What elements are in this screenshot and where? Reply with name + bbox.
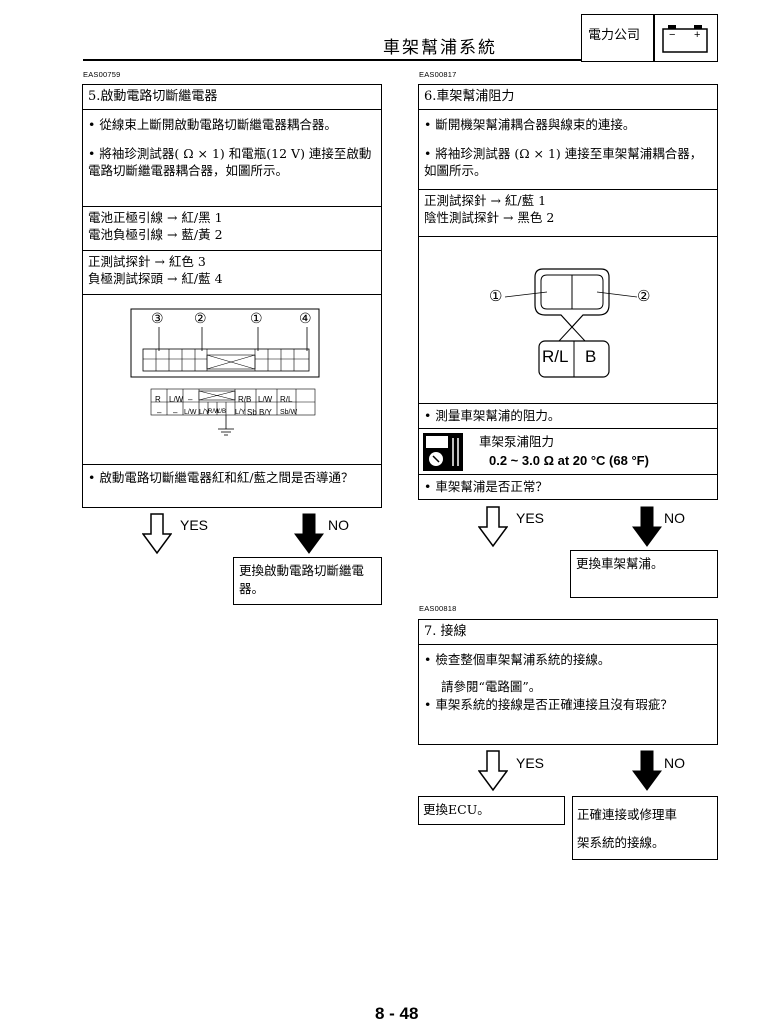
eas-code: EAS00817 — [419, 70, 457, 79]
pin-label-rl: R/L — [542, 347, 569, 366]
no-action-text: 更換啟動電路切斷繼電器。 — [239, 563, 365, 596]
no-arrow-icon — [632, 750, 662, 792]
no-action-line1: 正確連接或修理車 — [577, 807, 678, 822]
no-arrow-icon — [294, 513, 324, 555]
spec-value: 0.2 ~ 3.0 Ω at 20 °C (68 °F) — [489, 453, 649, 468]
instruction-disconnect: • 從線束上斷開啟動電路切斷繼電器耦合器。 — [88, 117, 337, 132]
no-action-box: 更換車架幫浦。 — [570, 550, 718, 598]
yes-label: YES — [180, 517, 209, 533]
procedure-box-5: 5.啟動電路切斷繼電器 • 從線束上斷開啟動電路切斷繼電器耦合器。 • 將袖珍測… — [82, 84, 382, 508]
procedure-box-7: 7. 接線 • 檢查整個車架幫浦系統的接線。 請參閱“電路圖”。 • 車架系統的… — [418, 619, 718, 745]
instruction-refer: 請參閱“電路圖”。 — [441, 679, 542, 694]
wire-label: – — [157, 408, 162, 417]
callout-1: ① — [250, 310, 263, 326]
battery-icon: − + — [662, 25, 708, 53]
battery-negative-lead: 電池負極引線 → 藍/黃 2 — [88, 227, 223, 242]
battery-plus-label: + — [694, 29, 701, 41]
connector-diagram-cell: ③ ② ① ④ R L/W – R/B L/W R/L – – L/W L/Y … — [83, 294, 381, 464]
no-label: NO — [664, 755, 685, 771]
eas-code: EAS00818 — [419, 604, 457, 613]
yes-label: YES — [516, 510, 545, 526]
yes-arrow-icon — [477, 506, 509, 548]
yes-arrow-icon — [477, 750, 509, 792]
measure-cell: • 測量車架幫浦的阻力。 — [419, 403, 717, 428]
no-label: NO — [664, 510, 685, 526]
wire-label: Sb/W — [280, 409, 298, 416]
callout-3: ③ — [151, 310, 164, 326]
instruction-connect: • 將袖珍測試器 (Ω × 1) 連接至車架幫浦耦合器，如圖所示。 — [424, 146, 703, 178]
instruction-cell: • 斷開機架幫浦耦合器與線束的連接。 • 將袖珍測試器 (Ω × 1) 連接至車… — [419, 109, 717, 189]
instruction-disconnect: • 斷開機架幫浦耦合器與線束的連接。 — [424, 117, 636, 132]
yes-action-text: 更換ECU。 — [423, 802, 490, 817]
pump-coupler-diagram — [504, 268, 638, 378]
wire-label: R/W — [208, 409, 220, 415]
wire-label: L/Y — [235, 409, 246, 416]
no-arrow-icon — [632, 506, 662, 548]
wire-label: Sb — [247, 408, 257, 417]
step-title: 6.車架幫浦阻力 — [424, 89, 515, 104]
probe-leads-cell: 正測試探針 → 紅/藍 1 陰性測試探針 → 黑色 2 — [419, 189, 717, 236]
header-rule — [83, 59, 581, 61]
probe-leads-cell: 正測試探針 → 紅色 3 負極測試探頭 → 紅/藍 4 — [83, 250, 381, 294]
pin-label-b: B — [585, 347, 597, 366]
instruction-check: • 檢查整個車架幫浦系統的接線。 — [424, 652, 611, 667]
page-number: 8 - 48 — [375, 1004, 419, 1023]
no-action-text: 更換車架幫浦。 — [576, 556, 664, 571]
wire-label: B/Y — [259, 408, 272, 417]
section-label: 電力公司 — [588, 28, 641, 43]
wire-label: R — [155, 395, 161, 404]
spec-cell: 車架泵浦阻力 0.2 ~ 3.0 Ω at 20 °C (68 °F) — [419, 428, 717, 474]
no-label: NO — [328, 517, 349, 533]
instruction-connect: • 將袖珍測試器( Ω × 1) 和電瓶(12 V) 連接至啟動電路切斷繼電器耦… — [88, 146, 372, 178]
wire-label: L/W — [184, 409, 197, 416]
callout-2: ② — [194, 310, 207, 326]
yes-arrow-icon — [141, 513, 173, 555]
wire-label: L/Y — [199, 409, 210, 416]
probe-positive: 正測試探針 → 紅色 3 — [88, 254, 206, 269]
no-action-line2: 架系統的接線。 — [577, 835, 665, 850]
battery-minus-label: − — [669, 29, 676, 41]
multimeter-icon — [422, 432, 464, 472]
wire-label: R/L — [280, 395, 293, 404]
page-title: 車架幫浦系統 — [383, 38, 497, 58]
battery-leads-cell: 電池正極引線 → 紅/黑 1 電池負極引線 → 藍/黃 2 — [83, 206, 381, 250]
callout-2: ② — [637, 288, 651, 305]
callout-4: ④ — [299, 310, 312, 326]
probe-negative: 負極測試探頭 → 紅/藍 4 — [88, 271, 223, 286]
yes-action-box: 更換ECU。 — [418, 796, 565, 825]
no-action-box: 更換啟動電路切斷繼電器。 — [233, 557, 382, 605]
callout-1: ① — [489, 288, 503, 305]
relay-connector-diagram — [130, 308, 320, 436]
section-tab: 電力公司 − + — [581, 14, 718, 62]
wire-label: R/B — [238, 395, 252, 404]
eas-code: EAS00759 — [83, 70, 121, 79]
coupler-diagram-cell: ① ② R/L B — [419, 236, 717, 403]
step-title: 7. 接線 — [424, 624, 467, 639]
procedure-box-6: 6.車架幫浦阻力 • 斷開機架幫浦耦合器與線束的連接。 • 將袖珍測試器 (Ω … — [418, 84, 718, 500]
no-action-box: 正確連接或修理車 架系統的接線。 — [572, 796, 718, 860]
question-cell: • 車架幫浦是否正常？ — [419, 474, 717, 499]
wire-label: – — [173, 408, 178, 417]
wire-label: – — [188, 395, 193, 404]
question-cell: • 啟動電路切斷繼電器紅和紅/藍之間是否導通？ — [83, 464, 381, 507]
wire-label: L/W — [169, 395, 184, 404]
step-title: 5.啟動電路切斷繼電器 — [88, 89, 218, 104]
probe-negative: 陰性測試探針 → 黑色 2 — [424, 210, 555, 225]
question-text: • 車架系統的接線是否正確連接且沒有瑕疵？ — [424, 697, 673, 712]
battery-positive-lead: 電池正極引線 → 紅/黑 1 — [88, 210, 223, 225]
probe-positive: 正測試探針 → 紅/藍 1 — [424, 193, 547, 208]
spec-label: 車架泵浦阻力 — [479, 434, 555, 449]
wire-label: L/W — [258, 395, 273, 404]
yes-label: YES — [516, 755, 545, 771]
tab-divider — [653, 15, 655, 61]
instruction-cell: • 檢查整個車架幫浦系統的接線。 請參閱“電路圖”。 • 車架系統的接線是否正確… — [419, 644, 717, 744]
wire-label: L/B — [217, 409, 227, 415]
instruction-cell: • 從線束上斷開啟動電路切斷繼電器耦合器。 • 將袖珍測試器( Ω × 1) 和… — [83, 109, 381, 291]
